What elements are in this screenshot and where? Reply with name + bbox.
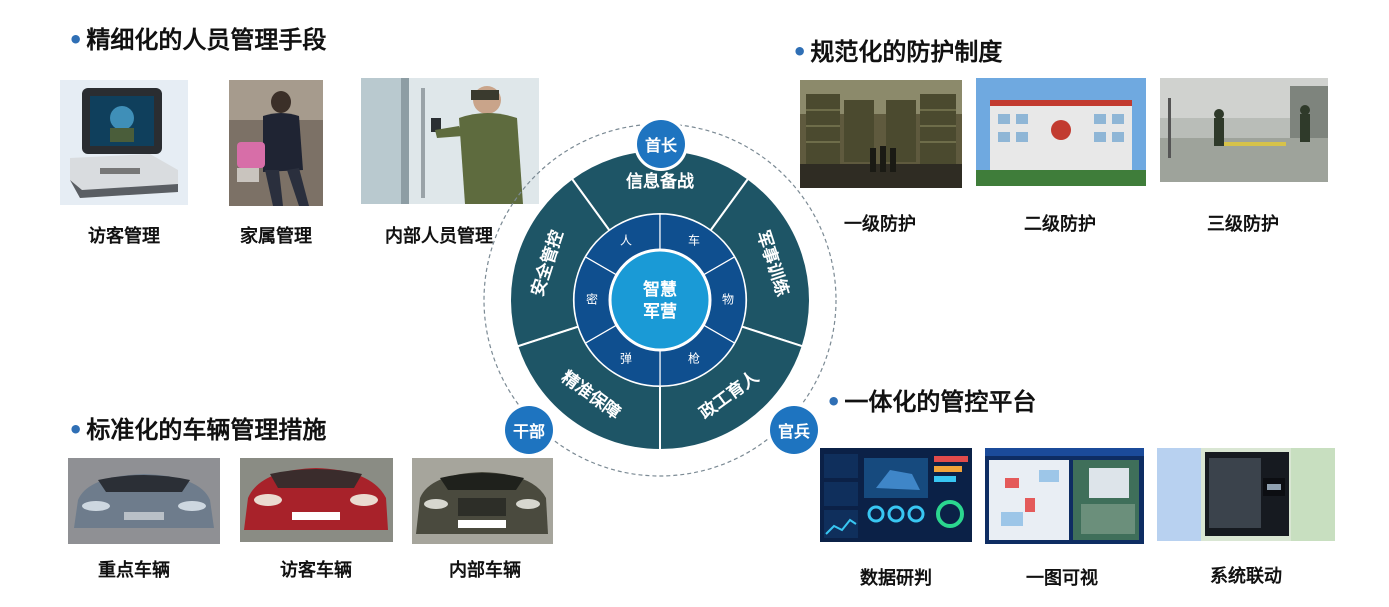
bullet-dot-icon: •: [792, 38, 808, 66]
inner-segment-label: 人: [620, 234, 632, 248]
map-view-screenshot: [985, 448, 1144, 544]
center-label-line1: 智慧: [643, 279, 677, 300]
outer-segment-label: 信息备战: [626, 171, 694, 192]
internal-vehicle-image: [412, 458, 553, 544]
role-badge-cadre: 干部: [505, 406, 553, 454]
role-badge-chief: 首长: [637, 120, 685, 168]
level2-protection-image: [976, 78, 1146, 186]
level3-protection-image: [1160, 78, 1328, 182]
inner-segment-label: 密: [586, 292, 598, 307]
bullet-dot-icon: •: [826, 388, 842, 416]
center-hub: [608, 248, 712, 352]
role-badge-soldier: 官兵: [770, 406, 818, 454]
section-title-personnel: •精细化的人员管理手段: [68, 26, 327, 54]
family-visitor-image: [229, 80, 323, 206]
section-title-protection: •规范化的防护制度: [792, 38, 1003, 66]
inner-segment-label: 物: [722, 293, 734, 307]
caption-family: 家属管理: [240, 226, 312, 247]
caption-level2: 二级防护: [1024, 214, 1096, 235]
section-title-vehicles: •标准化的车辆管理措施: [68, 416, 327, 444]
section-title-platform: •一体化的管控平台: [826, 388, 1037, 416]
visitor-vehicle-image: [240, 458, 393, 542]
caption-internal-vehicle: 内部车辆: [449, 560, 521, 581]
caption-internal-staff: 内部人员管理: [385, 226, 493, 247]
bullet-dot-icon: •: [68, 26, 84, 54]
caption-map-view: 一图可视: [1026, 568, 1098, 589]
caption-visitor-vehicle: 访客车辆: [280, 560, 352, 581]
key-vehicle-image: [68, 458, 220, 544]
inner-segment-label: 枪: [688, 350, 700, 365]
system-linkage-screenshot: [1157, 448, 1335, 541]
bullet-dot-icon: •: [68, 416, 84, 444]
visitor-terminal-image: [60, 80, 188, 205]
caption-system-linkage: 系统联动: [1210, 566, 1282, 587]
caption-level1: 一级防护: [844, 214, 916, 235]
caption-level3: 三级防护: [1207, 214, 1279, 235]
smart-barracks-wheel: 信息备战军事训练政工育人精准保障安全管控人车物枪弹密智慧军营: [483, 123, 837, 477]
inner-segment-label: 弹: [620, 351, 632, 365]
caption-key-vehicle: 重点车辆: [98, 560, 170, 581]
internal-staff-image: [361, 78, 539, 204]
inner-segment-label: 车: [688, 233, 700, 248]
caption-data-analysis: 数据研判: [860, 568, 932, 589]
center-label-line2: 军营: [643, 301, 677, 322]
caption-visitor: 访客管理: [88, 226, 160, 247]
data-analysis-screenshot: [820, 448, 972, 542]
level1-protection-image: [800, 80, 962, 188]
